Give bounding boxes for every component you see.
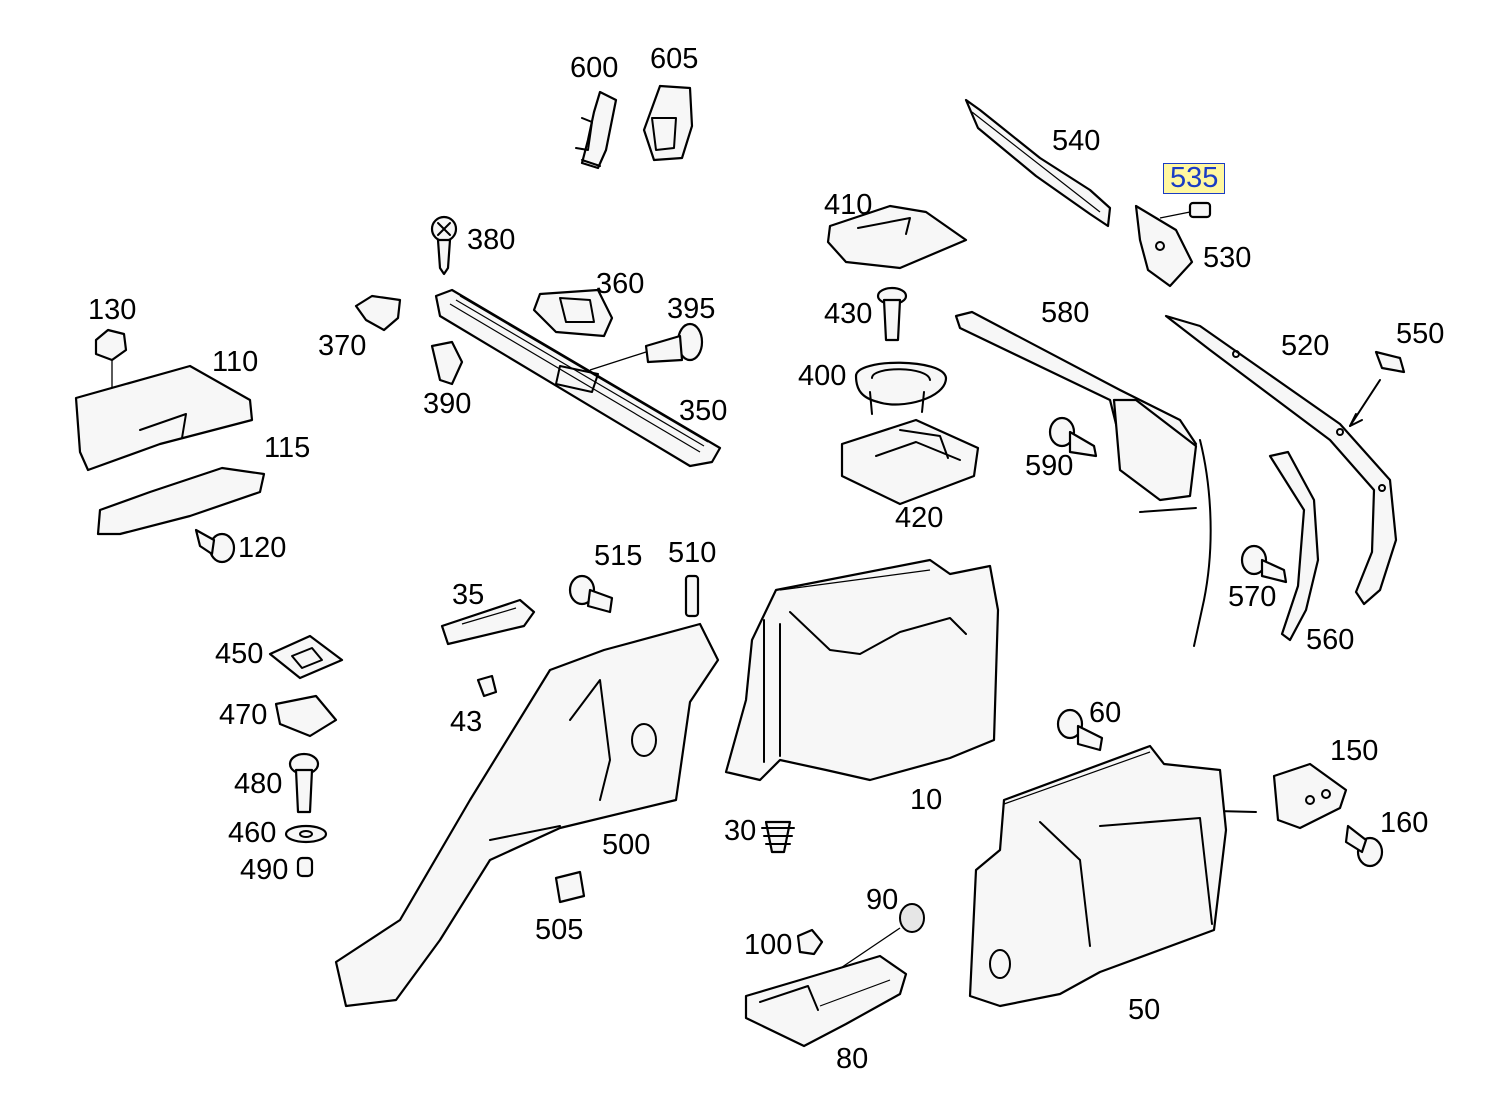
part-60-bolt[interactable] <box>1056 708 1104 752</box>
part-560-trim[interactable] <box>1268 450 1320 642</box>
callout-370[interactable]: 370 <box>318 330 367 362</box>
part-590-bolt[interactable] <box>1048 416 1098 458</box>
part-430-bolt[interactable] <box>876 286 908 342</box>
callout-510[interactable]: 510 <box>668 537 717 569</box>
part-115-strip[interactable] <box>96 466 266 536</box>
callout-110[interactable]: 110 <box>212 346 259 378</box>
callout-30[interactable]: 30 <box>724 815 757 847</box>
part-400-ring[interactable] <box>854 361 948 415</box>
callout-490[interactable]: 490 <box>240 854 289 886</box>
callout-10[interactable]: 10 <box>910 784 943 816</box>
callout-480[interactable]: 480 <box>234 768 283 800</box>
part-450-cover[interactable] <box>268 634 344 680</box>
callout-160[interactable]: 160 <box>1380 807 1429 839</box>
part-80-box[interactable] <box>744 954 908 1048</box>
part-480-bolt[interactable] <box>288 752 320 814</box>
part-360-cover[interactable] <box>532 288 614 338</box>
callout-450[interactable]: 450 <box>215 638 264 670</box>
part-30-clip[interactable] <box>761 820 795 854</box>
part-395-screw[interactable] <box>589 322 704 371</box>
callout-560[interactable]: 560 <box>1306 624 1355 656</box>
part-530-bracket[interactable] <box>1134 204 1194 288</box>
part-470-cover[interactable] <box>274 694 338 738</box>
part-350-sill-plate[interactable] <box>434 288 722 468</box>
callout-530[interactable]: 530 <box>1203 242 1252 274</box>
callout-540[interactable]: 540 <box>1052 125 1101 157</box>
callout-43[interactable]: 43 <box>450 706 483 738</box>
callout-60[interactable]: 60 <box>1089 697 1122 729</box>
part-35-handle[interactable] <box>440 598 536 646</box>
part-510-pin[interactable] <box>684 574 700 618</box>
callout-50[interactable]: 50 <box>1128 994 1161 1026</box>
callout-550[interactable]: 550 <box>1396 318 1445 350</box>
callout-390[interactable]: 390 <box>423 388 472 420</box>
part-420-housing[interactable] <box>840 418 980 506</box>
callout-460[interactable]: 460 <box>228 817 277 849</box>
part-43-clip[interactable] <box>476 674 498 698</box>
callout-500[interactable]: 500 <box>602 829 651 861</box>
callout-400[interactable]: 400 <box>798 360 847 392</box>
callout-395[interactable]: 395 <box>667 293 716 325</box>
callout-570[interactable]: 570 <box>1228 581 1277 613</box>
part-490-cap[interactable] <box>296 856 314 878</box>
part-380-screw[interactable] <box>430 215 458 276</box>
part-600-bracket[interactable] <box>575 90 618 170</box>
part-460-washer[interactable] <box>284 824 328 844</box>
callout-520[interactable]: 520 <box>1281 330 1330 362</box>
part-410-cover[interactable] <box>826 204 968 270</box>
part-130-nut[interactable] <box>94 328 128 400</box>
part-535-pin[interactable] <box>1159 201 1212 219</box>
part-520-seal[interactable] <box>1164 314 1398 606</box>
part-580-rail[interactable] <box>954 310 1212 647</box>
callout-410[interactable]: 410 <box>824 189 873 221</box>
part-605-clip[interactable] <box>642 84 694 162</box>
callout-380[interactable]: 380 <box>467 224 516 256</box>
callout-600[interactable]: 600 <box>570 52 619 84</box>
callout-605[interactable]: 605 <box>650 43 699 75</box>
part-10-lining[interactable] <box>724 558 1000 782</box>
part-390-clip[interactable] <box>430 340 464 386</box>
callout-120[interactable]: 120 <box>238 532 287 564</box>
part-110-panel[interactable] <box>74 364 254 472</box>
callout-115[interactable]: 115 <box>264 432 311 464</box>
callout-35[interactable]: 35 <box>452 579 485 611</box>
callout-150[interactable]: 150 <box>1330 735 1379 767</box>
part-550-pin[interactable] <box>1349 350 1406 427</box>
callout-90[interactable]: 90 <box>866 884 899 916</box>
part-120-screw[interactable] <box>194 528 236 564</box>
callout-535-highlighted[interactable]: 535 <box>1163 163 1226 194</box>
callout-470[interactable]: 470 <box>219 699 268 731</box>
callout-360[interactable]: 360 <box>596 268 645 300</box>
callout-580[interactable]: 580 <box>1041 297 1090 329</box>
part-505-clip[interactable] <box>554 870 586 904</box>
part-50-lining[interactable] <box>968 744 1228 1008</box>
callout-420[interactable]: 420 <box>895 502 944 534</box>
callout-80[interactable]: 80 <box>836 1043 869 1075</box>
part-515-bolt[interactable] <box>568 574 614 614</box>
callout-505[interactable]: 505 <box>535 914 584 946</box>
callout-350[interactable]: 350 <box>679 395 728 427</box>
part-570-bolt[interactable] <box>1240 544 1288 584</box>
callout-130[interactable]: 130 <box>88 294 137 326</box>
callout-515[interactable]: 515 <box>594 540 643 572</box>
part-540-strip[interactable] <box>964 98 1112 228</box>
callout-430[interactable]: 430 <box>824 298 873 330</box>
part-100-nut[interactable] <box>796 928 824 956</box>
callout-590[interactable]: 590 <box>1025 450 1074 482</box>
part-500-panel[interactable] <box>334 622 720 1008</box>
part-160-bolt[interactable] <box>1344 824 1384 868</box>
callout-100[interactable]: 100 <box>744 929 793 961</box>
part-370-clip[interactable] <box>354 294 402 332</box>
